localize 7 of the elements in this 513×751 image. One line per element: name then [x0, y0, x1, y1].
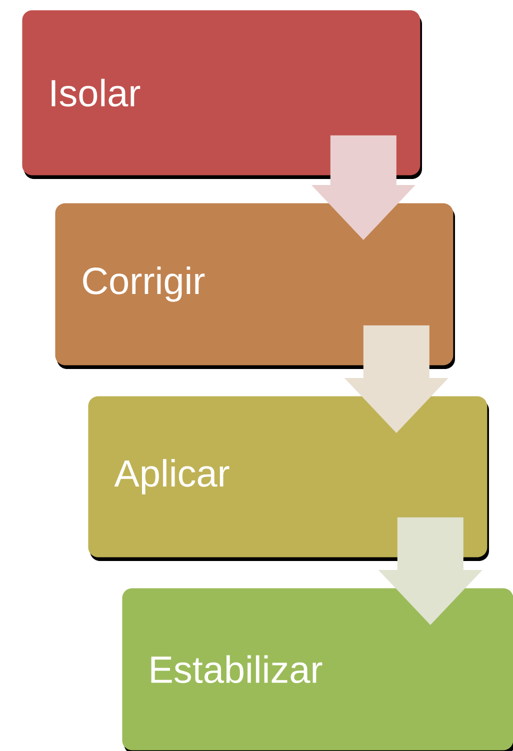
- process-box: Estabilizar: [122, 588, 513, 751]
- process-box: Corrigir: [55, 203, 455, 369]
- process-box: Isolar: [22, 10, 422, 179]
- process-box: Aplicar: [88, 396, 489, 561]
- arrow: [344, 325, 448, 433]
- arrow: [378, 517, 482, 625]
- arrow: [311, 135, 416, 240]
